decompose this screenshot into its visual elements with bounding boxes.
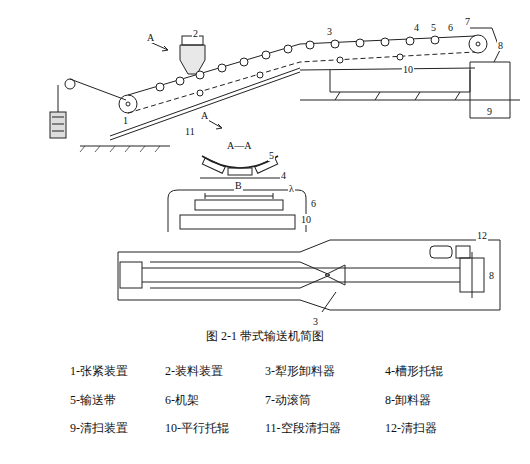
key-entry: 5-输送带 xyxy=(70,394,116,407)
callout-number: 2 xyxy=(192,28,199,39)
callout-number: 1 xyxy=(122,115,129,126)
callout-number: 9 xyxy=(486,106,493,117)
figure-caption: 图 2-1 带式输送机简图 xyxy=(206,330,324,343)
callout-number: A xyxy=(200,110,209,121)
callout-number: A xyxy=(146,32,155,43)
callout-number: 10 xyxy=(402,64,414,75)
key-entry: 6-机架 xyxy=(165,394,199,407)
key-entry: 11-空段清扫器 xyxy=(265,422,341,435)
key-entry: 4-槽形托辊 xyxy=(385,365,443,378)
callout-number: 5 xyxy=(430,22,437,33)
callout-number: 10 xyxy=(300,214,312,225)
callout-number: 6 xyxy=(310,198,317,209)
key-entry: 1-张紧装置 xyxy=(70,365,128,378)
callout-number: 4 xyxy=(280,170,287,181)
key-entry: 7-动滚筒 xyxy=(265,394,311,407)
callout-number: 4 xyxy=(413,22,420,33)
callout-number: 6 xyxy=(447,22,454,33)
callout-number: 8 xyxy=(497,40,504,51)
callout-number: 3 xyxy=(312,316,319,327)
callout-number: 11 xyxy=(184,126,196,137)
callout-number: 7 xyxy=(464,16,471,27)
key-entry: 8-卸料器 xyxy=(385,394,431,407)
key-entry: 12-清扫器 xyxy=(385,422,437,435)
callout-number: 5 xyxy=(268,150,275,161)
callout-number: 3 xyxy=(326,26,333,37)
callout-number: 8 xyxy=(488,270,495,281)
callout-number: A—A xyxy=(226,140,252,151)
key-entry: 2-装料装置 xyxy=(165,365,223,378)
key-entry: 10-平行托辊 xyxy=(165,422,229,435)
callout-number: λ xyxy=(288,183,295,194)
callout-number: 12 xyxy=(476,230,488,241)
callout-number: B xyxy=(234,180,243,191)
key-entry: 3-犁形卸料器 xyxy=(265,365,335,378)
key-entry: 9-清扫装置 xyxy=(70,422,128,435)
